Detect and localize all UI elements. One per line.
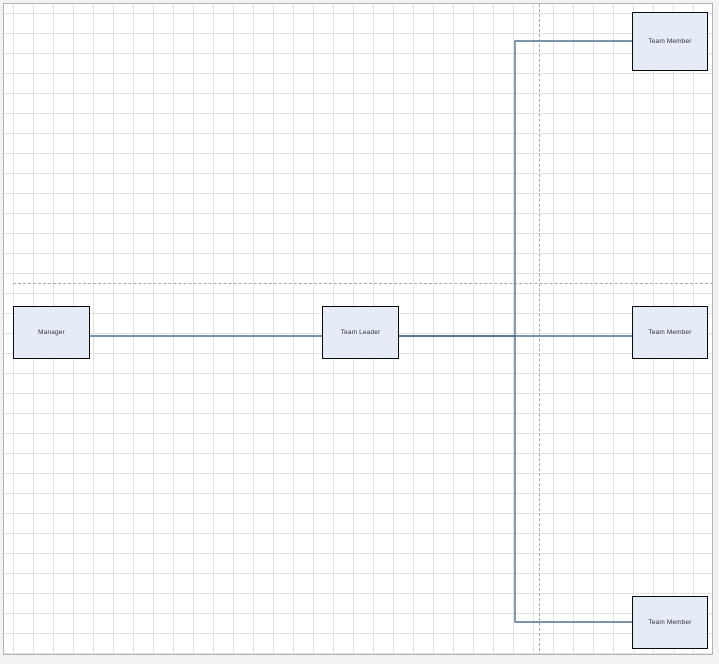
connector-team-leader-to-member-top[interactable] (399, 40, 632, 337)
diagram-canvas[interactable]: Manager Team Leader Team Member Team Mem… (3, 3, 713, 655)
node-team-member-bottom-label: Team Member (648, 619, 692, 626)
node-manager-label: Manager (38, 329, 65, 336)
node-team-member-middle[interactable]: Team Member (632, 306, 708, 359)
node-team-member-bottom[interactable]: Team Member (632, 596, 708, 649)
node-manager[interactable]: Manager (13, 306, 90, 359)
connector-team-leader-to-member-bottom[interactable] (399, 335, 632, 623)
node-team-member-top[interactable]: Team Member (632, 12, 708, 71)
node-team-leader-label: Team Leader (340, 329, 381, 336)
node-team-member-top-label: Team Member (648, 38, 692, 45)
node-team-member-middle-label: Team Member (648, 329, 692, 336)
vertical-alignment-guide (539, 4, 540, 654)
node-team-leader[interactable]: Team Leader (322, 306, 399, 359)
horizontal-alignment-guide (13, 283, 712, 284)
